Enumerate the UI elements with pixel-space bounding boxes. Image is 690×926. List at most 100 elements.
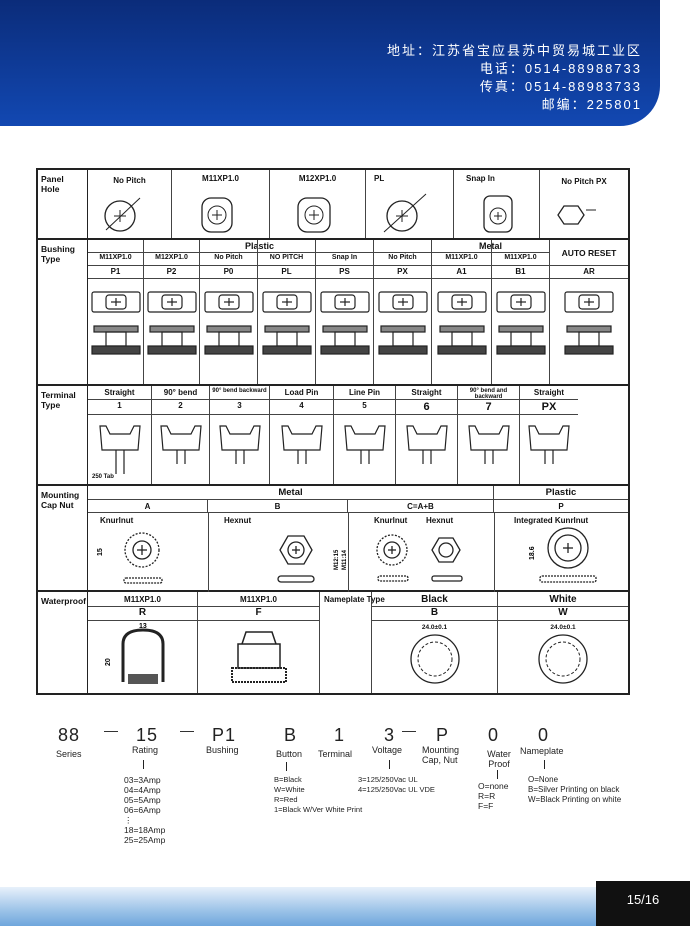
panel-hole-col-label: M12XP1.0 bbox=[298, 174, 337, 183]
bushing-cell: NO PITCH PL bbox=[258, 240, 316, 384]
panel-hole-cell: No Pitch PX bbox=[540, 170, 628, 238]
panel-hole-cell: Snap In bbox=[454, 170, 540, 238]
terminal-drawing bbox=[528, 425, 570, 464]
option-item: 3=125/250Vac UL bbox=[358, 775, 418, 784]
terminal-drawing bbox=[344, 425, 386, 464]
panel-hole-col-label: M11XP1.0 bbox=[202, 174, 239, 183]
option-item: 05=5Amp bbox=[124, 795, 161, 805]
option-item: W=Black Printing on white bbox=[528, 795, 622, 804]
bushing-col-top: No Pitch bbox=[214, 254, 243, 261]
code-button: B bbox=[284, 725, 298, 745]
bushing-col-top: Snap In bbox=[331, 254, 358, 261]
nameplate-black-cell: Black B 24.0±0.1 bbox=[372, 592, 498, 693]
label-nameplate: Nameplate bbox=[520, 746, 564, 756]
code-series: 88 bbox=[58, 725, 81, 745]
waterproof-dim-20: 20 bbox=[105, 658, 112, 666]
panel-hole-cell: No Pitch bbox=[88, 170, 172, 238]
waterproof-label: Waterproof bbox=[38, 592, 88, 693]
panel-hole-drawing bbox=[557, 205, 596, 225]
bushing-col-code: P1 bbox=[110, 267, 121, 276]
bushing-col-code: A1 bbox=[456, 267, 467, 276]
contact-info: 地址：江苏省宝应县苏中贸易城工业区 电话：0514-88988733 传真：05… bbox=[387, 42, 642, 114]
nameplate-black-dim: 24.0±0.1 bbox=[421, 624, 448, 631]
mounting-label: Mounting Cap Nut bbox=[38, 486, 88, 590]
terminal-drawing bbox=[99, 425, 141, 474]
option-item: 03=3Amp bbox=[124, 775, 161, 785]
nameplate-type-label: Nameplate Type bbox=[324, 595, 385, 604]
bushing-col-top: M11XP1.0 bbox=[504, 254, 537, 261]
option-item: 4=125/250Vac UL VDE bbox=[358, 785, 435, 794]
bushing-col-top: NO PITCH bbox=[269, 254, 304, 261]
terminal-drawing bbox=[219, 425, 261, 464]
option-item: B=Silver Printing on black bbox=[528, 785, 620, 794]
mounting-row: Mounting Cap Nut Metal Plastic A B C=A+B… bbox=[38, 486, 628, 592]
fax-text: 传真：0514-88983733 bbox=[479, 79, 642, 94]
terminal-name: 90° bend and backward bbox=[469, 388, 508, 400]
waterproof-f-cell: M11XP1.0 F bbox=[198, 592, 320, 693]
postcode-text: 邮编：225801 bbox=[541, 97, 642, 112]
terminal-code: 7 bbox=[485, 401, 492, 413]
waterproof-r-code: R bbox=[138, 607, 147, 618]
cap-code-p: P bbox=[494, 500, 628, 513]
waterproof-f-code: F bbox=[255, 607, 262, 618]
bushing-col-code: AR bbox=[583, 267, 595, 276]
panel-hole-cell: PL bbox=[366, 170, 454, 238]
code-terminal: 1 bbox=[334, 725, 346, 745]
nameplate-white-code: W bbox=[558, 607, 568, 618]
terminal-name: 90° bend bbox=[163, 388, 198, 397]
bushing-col-code: PL bbox=[281, 267, 292, 276]
terminal-drawing bbox=[160, 425, 202, 464]
terminal-name: Straight bbox=[533, 388, 565, 397]
header-banner: 地址：江苏省宝应县苏中贸易城工业区 电话：0514-88988733 传真：05… bbox=[0, 0, 690, 128]
option-item: ⋮ bbox=[124, 815, 133, 825]
nameplate-black-name: Black bbox=[421, 594, 448, 605]
bushing-col-top: M11XP1.0 bbox=[445, 254, 478, 261]
terminal-drawing bbox=[468, 425, 510, 464]
terminal-label: Terminal Type bbox=[38, 386, 88, 484]
option-item: W=White bbox=[274, 785, 305, 794]
option-item: 1=Black W/Ver White Print bbox=[274, 805, 363, 814]
terminal-drawing bbox=[406, 425, 448, 464]
panel-hole-cell: M12XP1.0 bbox=[270, 170, 366, 238]
bushing-drawing bbox=[496, 291, 546, 355]
bushing-label: Bushing Type bbox=[38, 240, 88, 384]
hexnut-dim-m11: M11:14 bbox=[342, 549, 348, 570]
option-item: 06=6Amp bbox=[124, 805, 161, 815]
label-rating: Rating bbox=[132, 745, 159, 755]
terminal-cell: Straight 6 bbox=[396, 386, 458, 484]
hexnut-label: Hexnut bbox=[224, 516, 252, 525]
option-item: R=R bbox=[478, 791, 496, 801]
panel-hole-row: Panel Hole No Pitch M11XP1.0 M12XP1.0 PL… bbox=[38, 170, 628, 240]
bushing-col-code: PX bbox=[397, 267, 408, 276]
terminal-code: 6 bbox=[423, 401, 430, 413]
phone-text: 电话：0514-88988733 bbox=[479, 61, 642, 76]
panel-hole-col-label: No Pitch PX bbox=[561, 177, 607, 186]
panel-hole-col-label: No Pitch bbox=[113, 176, 146, 185]
nameplate-black-drawing bbox=[410, 634, 460, 684]
integrated-dim: 18.6 bbox=[529, 546, 536, 560]
panel-hole-drawing bbox=[383, 193, 427, 233]
bushing-row: Bushing Type Plastic Metal AUTO RESET M1… bbox=[38, 240, 628, 386]
option-item: 04=4Amp bbox=[124, 785, 161, 795]
bushing-drawing bbox=[437, 291, 487, 355]
panel-hole-col-label: PL bbox=[374, 174, 385, 183]
terminal-code: 1 bbox=[117, 401, 122, 410]
bushing-drawing bbox=[147, 291, 197, 355]
auto-reset-label: AUTO RESET bbox=[550, 240, 628, 266]
panel-hole-drawing bbox=[297, 197, 331, 233]
header-background bbox=[0, 0, 660, 126]
terminal-name: Straight bbox=[411, 388, 442, 397]
address-text: 地址：江苏省宝应县苏中贸易城工业区 bbox=[386, 43, 642, 58]
hexnut-label-c: Hexnut bbox=[426, 516, 454, 525]
code-waterproof: 0 bbox=[488, 725, 500, 745]
label-terminal: Terminal bbox=[318, 749, 353, 759]
